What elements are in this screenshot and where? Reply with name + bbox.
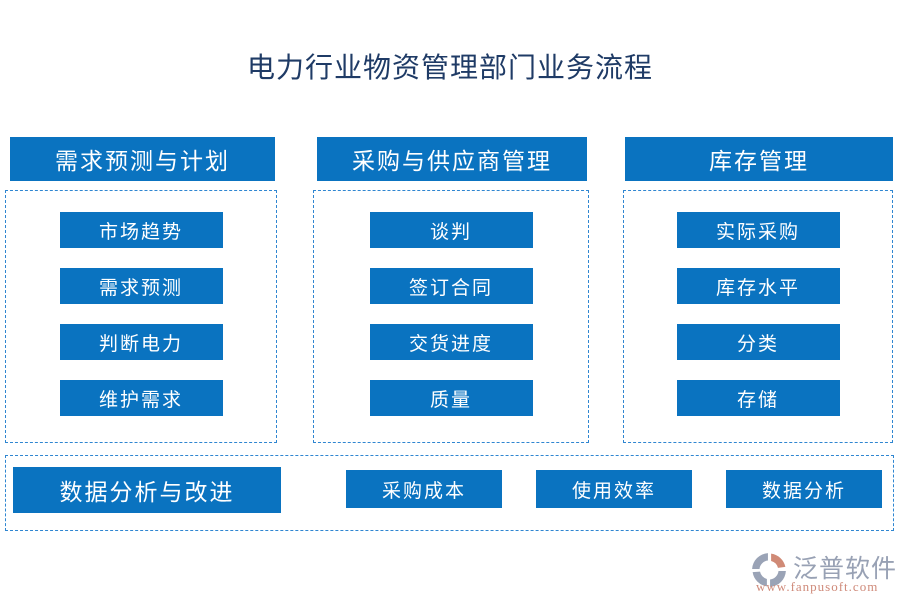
node-sign-contract: 签订合同	[369, 268, 533, 304]
node-actual-purchase: 实际采购	[676, 212, 840, 248]
node-demand-forecast: 需求预测	[59, 268, 223, 304]
node-maintenance-demand: 维护需求	[59, 380, 223, 416]
column-group-procurement-supplier: 谈判 签订合同 交货进度 质量	[313, 190, 589, 443]
node-storage: 存储	[676, 380, 840, 416]
fanpu-logo-icon	[752, 553, 786, 587]
column-group-inventory-management: 实际采购 库存水平 分类 存储	[623, 190, 893, 443]
brand-url: www.fanpusoft.com	[756, 579, 879, 594]
node-data-analysis: 数据分析	[726, 470, 882, 508]
node-judge-power: 判断电力	[59, 324, 223, 360]
node-quality: 质量	[369, 380, 533, 416]
node-usage-efficiency: 使用效率	[536, 470, 692, 508]
brand-name: 泛普软件	[793, 556, 898, 583]
bottom-section-header: 数据分析与改进	[13, 467, 281, 513]
node-delivery-progress: 交货进度	[369, 324, 533, 360]
column-group-demand-forecast-planning: 市场趋势 需求预测 判断电力 维护需求	[5, 190, 277, 443]
column-header-procurement-supplier: 采购与供应商管理	[317, 137, 587, 181]
node-classification: 分类	[676, 324, 840, 360]
brand-watermark: 泛普软件 www.fanpusoft.com	[748, 548, 898, 596]
page-title: 电力行业物资管理部门业务流程	[246, 53, 653, 84]
node-negotiation: 谈判	[369, 212, 533, 248]
bottom-section-group: 数据分析与改进 采购成本 使用效率 数据分析	[5, 455, 894, 531]
column-header-inventory-management: 库存管理	[625, 137, 893, 181]
node-inventory-level: 库存水平	[676, 268, 840, 304]
column-header-demand-forecast-planning: 需求预测与计划	[10, 137, 275, 181]
node-market-trend: 市场趋势	[59, 212, 223, 248]
node-purchase-cost: 采购成本	[346, 470, 502, 508]
